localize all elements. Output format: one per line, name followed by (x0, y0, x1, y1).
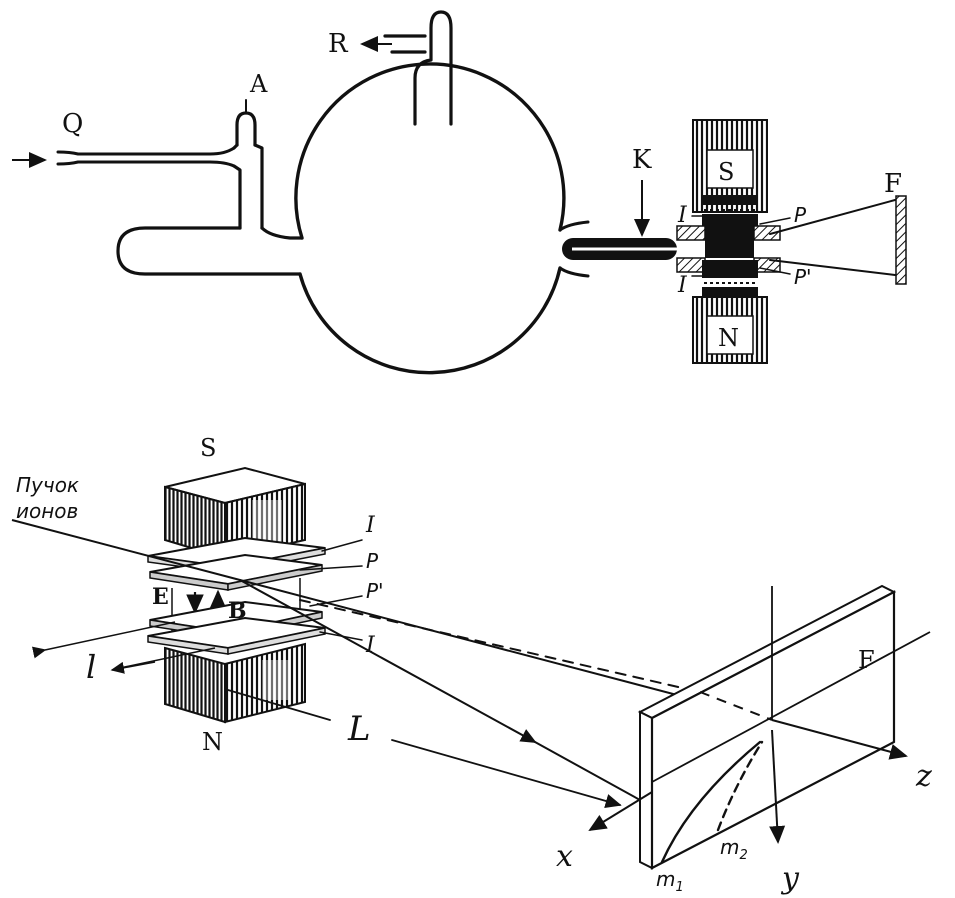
label-beam-line1: Пучок (16, 473, 79, 497)
label-q: Q (62, 109, 83, 139)
label-p-prime-bottom: P' (366, 579, 384, 603)
label-beam-line2: ионов (16, 499, 78, 523)
label-z: z (915, 759, 932, 794)
label-l-small: l (86, 648, 96, 686)
beam-fan-top (769, 199, 896, 276)
label-e: E (152, 584, 169, 610)
l-dimension (32, 621, 216, 674)
magnet-n-block (164, 642, 306, 724)
inlet-tube-q (56, 146, 236, 168)
label-l-big: L (347, 709, 371, 749)
label-n-top: N (718, 324, 739, 352)
lower-plates (147, 600, 326, 655)
discharge-bulb (294, 62, 566, 375)
label-i-upper-bottom: I (365, 513, 376, 538)
side-arm-a (232, 99, 264, 230)
apparatus-perspective-view: S N Пучок ионов I P P' I E B l L F x y z… (11, 434, 932, 896)
screen-f-top (895, 195, 907, 285)
label-p-top: P (794, 203, 807, 227)
photographic-plate-f (637, 584, 897, 870)
magnet-n-top (692, 260, 768, 364)
horizontal-tube (116, 226, 304, 276)
y-axis (769, 729, 786, 844)
label-s-top: S (718, 158, 734, 186)
label-i-lower-top: I (677, 273, 688, 298)
upper-plates (147, 536, 326, 591)
label-leaders-top (691, 215, 791, 277)
label-f-top: F (884, 169, 902, 199)
label-x: x (556, 839, 573, 874)
condenser-plates (676, 225, 781, 273)
label-i-upper-top: I (677, 203, 688, 228)
magnet-s-block (164, 466, 306, 560)
pump-neck-r (383, 10, 453, 126)
cathode-k (558, 180, 677, 278)
label-p-prime-top: P' (794, 265, 812, 289)
label-m2: m2 (720, 835, 748, 863)
parabola-m2 (716, 740, 764, 832)
z-axis (771, 719, 908, 760)
label-s-bottom: S (200, 434, 216, 462)
magnet-s-top (692, 119, 768, 240)
parabola-m1 (660, 740, 762, 864)
coordinate-axes (588, 586, 931, 844)
label-p-bottom: P (366, 549, 379, 573)
label-r: R (328, 29, 349, 59)
apparatus-top-view: Q A R K S N I I P P' F (12, 10, 907, 375)
label-f-bottom: F (858, 646, 875, 674)
big-l-dimension (227, 689, 622, 808)
label-i-lower-bottom: I (365, 633, 376, 658)
x-axis (588, 791, 653, 832)
label-k: K (632, 145, 652, 175)
label-b: B (228, 598, 247, 624)
label-n-bottom: N (202, 728, 223, 756)
label-leaders-bottom (299, 539, 363, 641)
incoming-ion-beam (11, 519, 241, 581)
label-a: A (249, 70, 268, 98)
label-m1: m1 (656, 867, 684, 895)
mass-parabolas (660, 740, 764, 864)
label-y: y (780, 861, 800, 896)
